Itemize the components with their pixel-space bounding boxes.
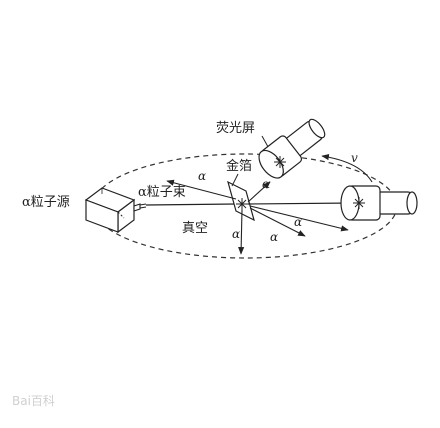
vacuum-label: 真空 <box>182 221 208 236</box>
alpha-label-down: α <box>232 227 240 241</box>
down-scatter-arrow <box>238 209 245 255</box>
gold-foil <box>227 180 255 222</box>
microscope-right <box>340 185 418 221</box>
alpha-label-up: α <box>262 177 270 191</box>
beam-label: α粒子束 <box>138 185 186 200</box>
incoming-beam-line <box>145 203 237 206</box>
back-scatter-arrow <box>166 179 237 200</box>
velocity-label: v <box>351 151 358 165</box>
alpha-label-back: α <box>198 169 206 183</box>
foil-leader-line <box>231 173 239 187</box>
collimator-nozzle <box>133 203 147 212</box>
screen-flash-upper <box>274 156 286 168</box>
watermark: Bai百科 <box>12 394 55 408</box>
screen-label: 荧光屏 <box>216 121 255 136</box>
right-down-scatter-arrow-1 <box>249 207 306 237</box>
scattering-burst <box>236 198 248 210</box>
microscope-upper <box>258 118 326 179</box>
screen-flash-right <box>353 197 365 209</box>
alpha-label-right-2: α <box>294 215 302 229</box>
source-label: α粒子源 <box>22 195 70 210</box>
up-scatter-arrow <box>247 181 271 203</box>
alpha-label-right-1: α <box>270 230 278 244</box>
foil-label: 金箔 <box>226 158 252 174</box>
right-down-scatter-arrow-2 <box>249 205 349 232</box>
rotation-arrow <box>321 154 373 183</box>
transmitted-beam-line <box>247 202 355 205</box>
alpha-source-box <box>84 187 136 234</box>
